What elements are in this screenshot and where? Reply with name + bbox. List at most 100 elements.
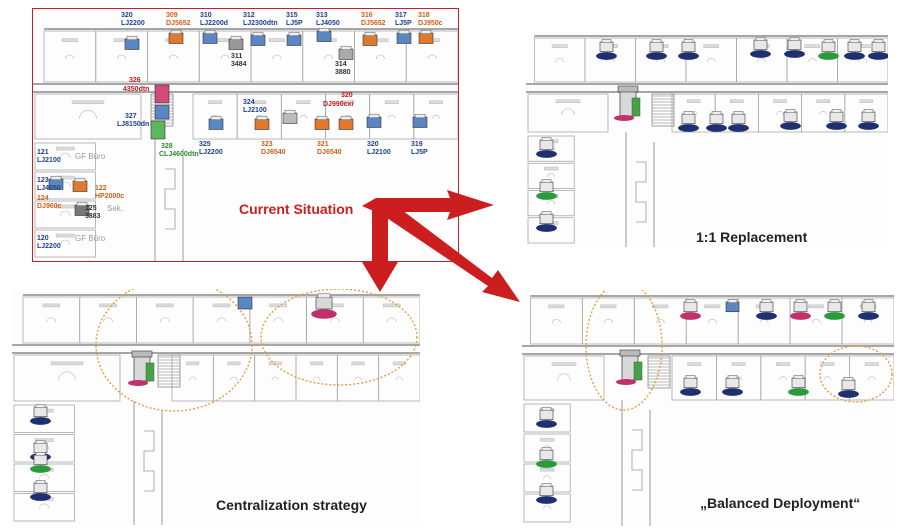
desk: [50, 361, 84, 366]
wall: [164, 168, 176, 230]
door-swing: [103, 317, 113, 323]
room: [34, 229, 96, 258]
printer-icon: [168, 32, 184, 44]
printer-tray: [601, 39, 612, 43]
room: [34, 142, 96, 171]
printer-tray: [50, 175, 62, 180]
printer-tray: [398, 29, 410, 34]
printer-ring: [784, 50, 805, 58]
printer-ring: [536, 192, 557, 200]
desk: [820, 362, 835, 366]
desk: [548, 304, 565, 309]
printer-tray: [843, 377, 854, 381]
desk: [340, 100, 355, 104]
printer-tray: [340, 115, 352, 120]
printer-ring: [30, 493, 51, 501]
desk: [351, 361, 365, 366]
printer-ring: [858, 312, 879, 320]
desk: [543, 166, 559, 171]
printer-tray: [863, 299, 874, 303]
door-swing: [46, 317, 57, 323]
mfp-top: [617, 85, 639, 93]
printer-tray: [35, 452, 46, 456]
desk: [864, 362, 879, 366]
desk: [42, 303, 61, 308]
room-label: 311: [231, 53, 243, 60]
door-swing: [299, 114, 308, 119]
door-swing: [330, 317, 340, 323]
room: [34, 93, 142, 140]
wall: [635, 161, 647, 223]
replacement-panel: [526, 32, 888, 247]
printer-icon: [649, 41, 664, 53]
mfp-ring: [616, 379, 636, 385]
desk: [61, 38, 78, 42]
door-swing: [547, 200, 556, 205]
door-swing: [707, 318, 717, 324]
printer-tray: [318, 27, 330, 32]
printer-tray: [823, 39, 834, 43]
room-label: 327: [125, 113, 137, 120]
printer-tray: [727, 299, 738, 303]
printer-ring: [596, 52, 617, 60]
desk: [687, 362, 702, 366]
desk: [268, 38, 285, 42]
printer-icon: [861, 301, 876, 313]
desk: [55, 146, 75, 151]
printer-icon: [829, 111, 844, 123]
printer-icon: [72, 180, 88, 192]
desk: [773, 99, 787, 103]
desk: [816, 99, 830, 103]
desk: [551, 44, 568, 48]
printer-tray: [761, 299, 772, 303]
desk: [704, 304, 721, 309]
printer-icon: [683, 377, 698, 389]
room-label: 320: [341, 92, 353, 99]
printer-icon: [827, 301, 842, 313]
centralization-caption: Centralization strategy: [216, 497, 367, 513]
mfp-ring: [614, 115, 634, 121]
printer-icon: [150, 120, 166, 140]
centralization-floor-plan: [12, 289, 420, 525]
wall: [143, 430, 155, 492]
printer-icon: [338, 48, 354, 60]
printer-icon: [539, 213, 554, 225]
current-floor-plan: [33, 27, 458, 261]
mfp-ring: [128, 380, 148, 386]
printer-tray: [210, 115, 222, 120]
printer-icon: [33, 482, 48, 494]
door-swing: [386, 317, 397, 323]
coverage-zone: [819, 345, 893, 403]
printer-ring: [722, 388, 743, 396]
door-swing: [324, 54, 334, 60]
printer-icon: [683, 301, 698, 313]
centralization-panel: [12, 289, 420, 525]
printer-tray: [340, 45, 352, 50]
printer-ring: [756, 312, 777, 320]
printer-tray: [755, 37, 766, 41]
printer-icon: [314, 118, 330, 130]
current-situation-caption: Current Situation: [239, 201, 354, 217]
room-label: Sek.: [107, 204, 124, 213]
printer-icon: [847, 41, 862, 53]
door-swing: [60, 239, 71, 245]
printer-tray: [420, 29, 432, 34]
printer-icon: [250, 34, 266, 46]
printer-icon: [725, 301, 740, 313]
printer-tray: [733, 111, 744, 115]
door-swing: [807, 57, 817, 63]
printer-ring: [824, 312, 845, 320]
printer-icon: [33, 442, 48, 454]
printer-tray: [368, 113, 380, 118]
printer-tray: [541, 211, 552, 215]
printer-ring: [536, 460, 557, 468]
room: [527, 93, 609, 133]
printer-ring: [30, 417, 51, 425]
